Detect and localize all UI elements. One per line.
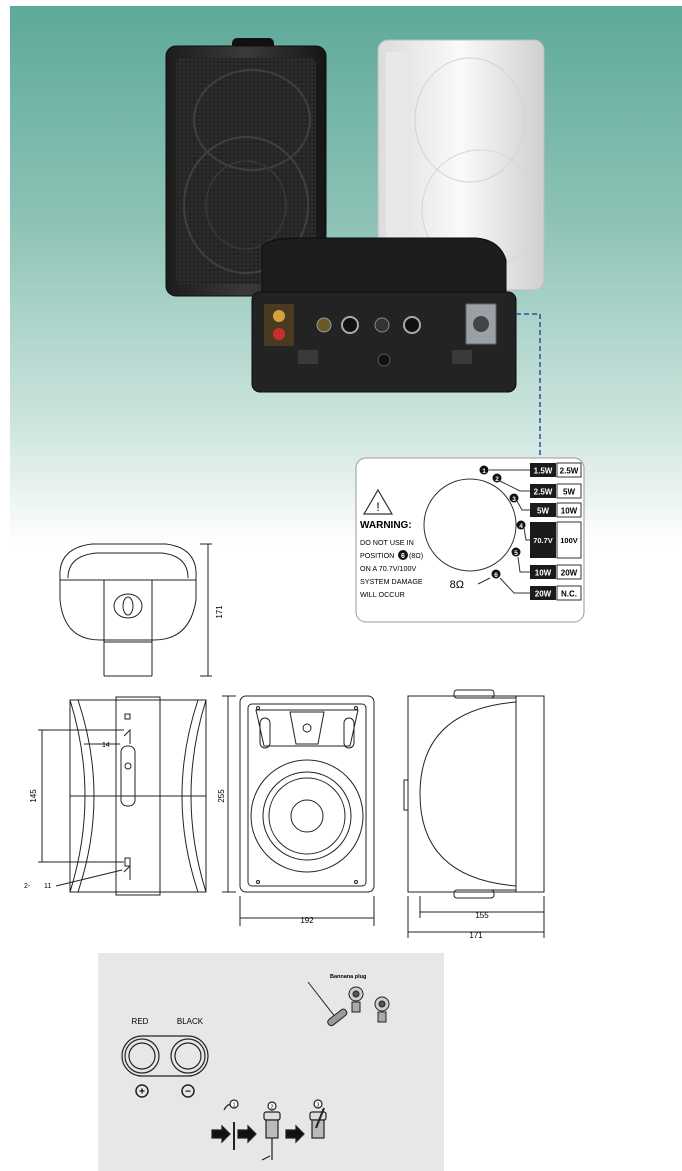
warning-icon	[362, 488, 394, 515]
warning-line-2: POSITION	[360, 551, 394, 560]
step-1-badge	[229, 1099, 239, 1109]
dim-front-height: 255	[217, 789, 226, 803]
svg-text:N.C.: N.C.	[561, 590, 577, 599]
rear-terminal-photo	[251, 237, 517, 393]
arrow-right-icon	[211, 1124, 231, 1144]
banana-plug-icon	[327, 986, 390, 1027]
warning-line-5: WILL OCCUR	[360, 590, 405, 599]
svg-text:2.5W: 2.5W	[560, 467, 579, 476]
red-terminal-inner	[128, 1042, 156, 1070]
warning-line-1: DO NOT USE IN	[360, 538, 414, 547]
callout-14: 14	[102, 742, 110, 749]
svg-text:2.5W: 2.5W	[534, 488, 553, 497]
warning-line-4: SYSTEM DAMAGE	[360, 577, 423, 586]
warning-line-3: ON A 70.7V/100V	[360, 564, 417, 573]
side-view-drawing	[403, 689, 545, 938]
banana-plug-leader	[307, 981, 337, 1019]
svg-text:1.5W: 1.5W	[534, 467, 553, 476]
plus-symbol: +	[139, 1087, 145, 1098]
terminal-black-label: BLACK	[177, 1017, 204, 1026]
warning-symbol: !	[376, 500, 379, 514]
dim-side-depth-outer: 171	[469, 931, 483, 940]
dim-front-width: 192	[300, 916, 314, 925]
top-view-drawing	[59, 543, 212, 677]
wiring-steps	[211, 1099, 327, 1161]
step-2-badge	[267, 1101, 277, 1111]
red-terminal-outer	[124, 1038, 160, 1074]
svg-text:20W: 20W	[535, 590, 552, 599]
tap-row-6: 6 20W N.C.	[491, 569, 582, 601]
front-view-drawing	[222, 695, 375, 926]
warning-position-suffix: (8Ω)	[409, 551, 423, 560]
svg-text:70.7V: 70.7V	[533, 536, 553, 545]
rotary-switch-dial	[423, 478, 517, 572]
svg-text:5W: 5W	[563, 488, 575, 497]
leader-line	[516, 313, 541, 460]
dim-top-height: 171	[215, 605, 224, 619]
back-view-drawing	[38, 696, 207, 896]
black-speaker-photo	[165, 38, 327, 297]
black-terminal-outer	[170, 1038, 206, 1074]
callout-screw-prefix: 2-	[24, 883, 31, 890]
step-3-badge	[313, 1099, 323, 1109]
callout-screw-holes: 11	[44, 883, 51, 890]
minus-icon	[181, 1084, 195, 1098]
ohm-label: 8Ω	[450, 579, 464, 591]
ohm-leader	[477, 577, 491, 585]
tap-row-2: 2 2.5W 5W	[492, 473, 582, 499]
tap-settings-panel: ! WARNING: DO NOT USE IN POSITION 6 (8Ω)…	[355, 457, 585, 623]
terminal-plate	[121, 1035, 209, 1077]
svg-text:6: 6	[494, 572, 498, 579]
step-1-number: 1	[233, 1103, 236, 1109]
warning-title: WARNING:	[360, 520, 412, 531]
svg-text:1: 1	[482, 468, 486, 475]
tap-row-1: 1 1.5W 2.5W	[479, 462, 582, 478]
svg-text:5W: 5W	[537, 507, 549, 516]
step-3-number: 3	[317, 1103, 320, 1109]
warning-position-badge	[398, 550, 408, 560]
warning-position-number: 6	[401, 553, 405, 560]
tap-row-5: 5 10W 20W	[511, 547, 582, 580]
dim-mount-spacing: 145	[29, 789, 38, 803]
svg-text:5: 5	[514, 550, 518, 557]
dim-side-depth-inner: 155	[475, 911, 489, 920]
black-terminal-inner	[174, 1042, 202, 1070]
terminal-red-label: RED	[132, 1017, 149, 1026]
svg-text:10W: 10W	[535, 569, 552, 578]
arrow-right-icon	[285, 1124, 305, 1144]
step-2-number: 2	[271, 1105, 274, 1111]
terminal-panel: RED BLACK + − Bannana plug	[98, 953, 444, 1171]
tap-row-3: 3 5W 10W	[509, 493, 582, 518]
svg-text:20W: 20W	[561, 569, 578, 578]
plus-icon	[135, 1084, 149, 1098]
svg-text:4: 4	[519, 523, 523, 530]
svg-text:10W: 10W	[561, 507, 578, 516]
minus-symbol: −	[185, 1087, 191, 1098]
banana-plug-label: Bannana plug	[330, 974, 366, 980]
arrow-right-icon	[237, 1124, 257, 1144]
svg-text:3: 3	[512, 496, 516, 503]
svg-text:2: 2	[495, 476, 499, 483]
svg-text:100V: 100V	[560, 536, 578, 545]
tap-row-4: 4 70.7V 100V	[516, 520, 582, 559]
